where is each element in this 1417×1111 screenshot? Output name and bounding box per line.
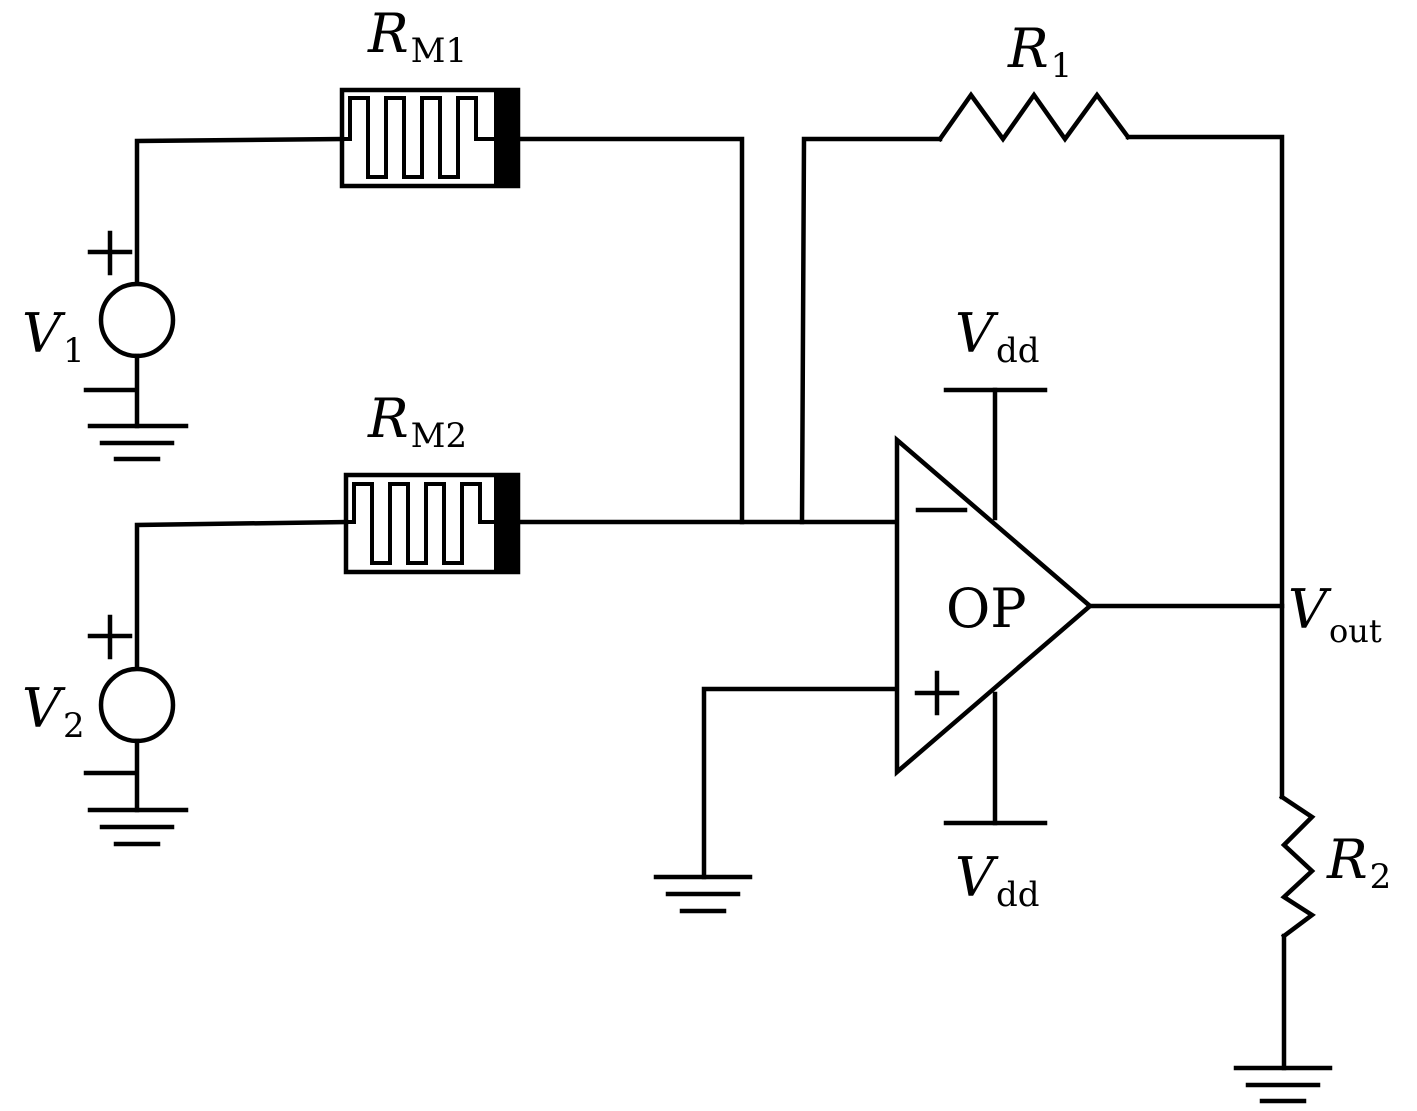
label-vdd-top: Vdd xyxy=(955,302,1040,371)
label-op: OP xyxy=(946,577,1027,640)
wire-r1-to-output xyxy=(1125,134,1285,800)
label-rm2: RM2 xyxy=(367,387,467,456)
label-r1: R1 xyxy=(1007,17,1072,86)
voltage-source-v2 xyxy=(98,666,176,744)
ground-symbol-opamp xyxy=(653,874,753,914)
v2-branch xyxy=(83,519,349,847)
wire-v1-to-rm1 xyxy=(134,136,345,285)
wire-v2-to-rm2 xyxy=(134,519,349,670)
label-vout: Vout xyxy=(1288,578,1382,650)
voltage-source-v1 xyxy=(98,281,176,359)
label-v1: V1 xyxy=(22,302,85,371)
v1-branch xyxy=(83,136,345,462)
label-rm1: RM1 xyxy=(367,2,467,71)
wire-noninverting-input-to-ground xyxy=(701,686,898,880)
resistor-r1 xyxy=(936,91,1132,143)
op-amp-triangle xyxy=(894,435,1094,777)
wire-node-to-r1 xyxy=(799,136,943,525)
ground-symbol-v2 xyxy=(87,807,189,847)
label-vdd-bottom: Vdd xyxy=(955,846,1040,915)
memristor-rm2 xyxy=(343,472,521,575)
label-v2: V2 xyxy=(22,677,85,746)
wire-rm1-to-node xyxy=(517,136,745,525)
memristor-rm1 xyxy=(339,87,521,189)
op-amp-noninverting-input-plus xyxy=(914,670,960,716)
ground-symbol-r2 xyxy=(1233,1065,1333,1104)
resistor-r2 xyxy=(1278,793,1316,940)
label-r2: R2 xyxy=(1326,828,1391,897)
ground-symbol-v1 xyxy=(87,423,189,462)
